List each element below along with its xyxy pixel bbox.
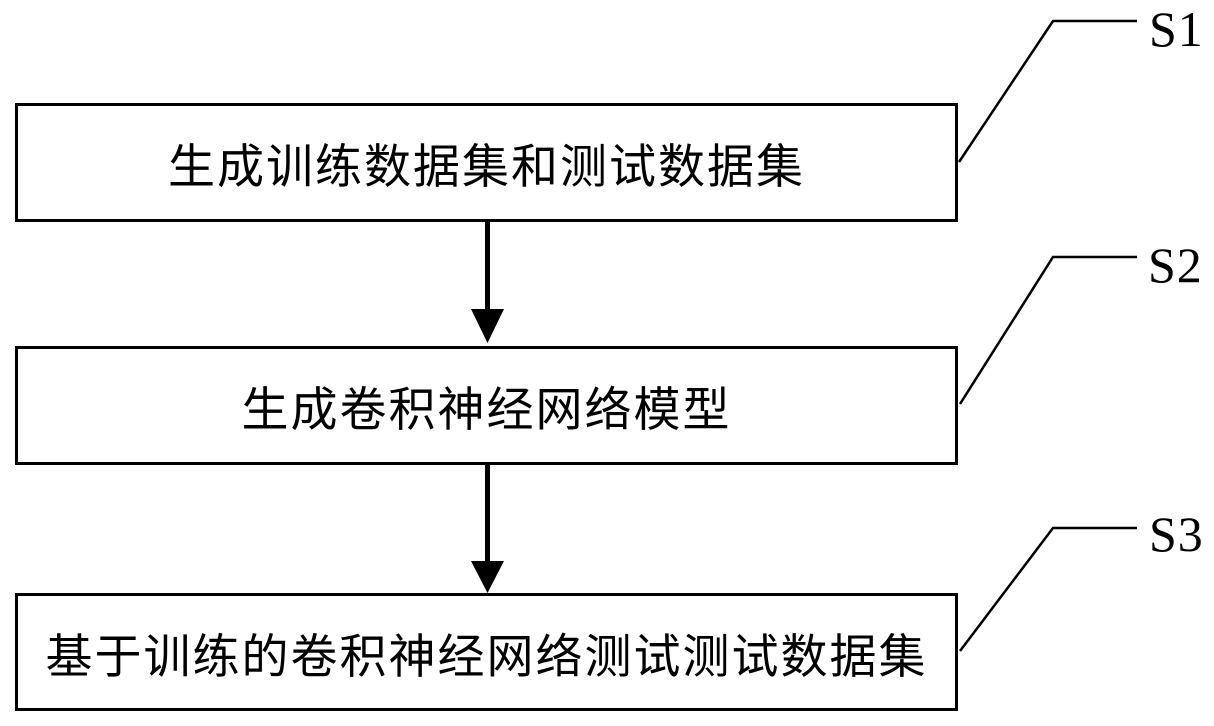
flow-box-step1: 生成训练数据集和测试数据集 <box>15 103 958 222</box>
leader-line-s3 <box>959 526 1137 652</box>
flow-box-step1-label: 生成训练数据集和测试数据集 <box>168 142 805 194</box>
flow-box-step2: 生成卷积神经网络模型 <box>15 346 958 465</box>
leader-line-s2 <box>958 255 1137 405</box>
step-label-s3: S3 <box>1149 506 1204 562</box>
step-label-s2: S2 <box>1148 237 1203 293</box>
flow-arrow-1-2 <box>471 222 504 343</box>
flow-arrow-2-3 <box>471 465 504 593</box>
leader-line-s1 <box>957 19 1137 163</box>
flow-box-step2-label: 生成卷积神经网络模型 <box>241 385 732 437</box>
step-label-s1: S1 <box>1149 1 1204 57</box>
flow-box-step3-label: 基于训练的卷积神经网络测试测试数据集 <box>45 631 928 684</box>
flow-box-step3: 基于训练的卷积神经网络测试测试数据集 <box>15 593 958 711</box>
